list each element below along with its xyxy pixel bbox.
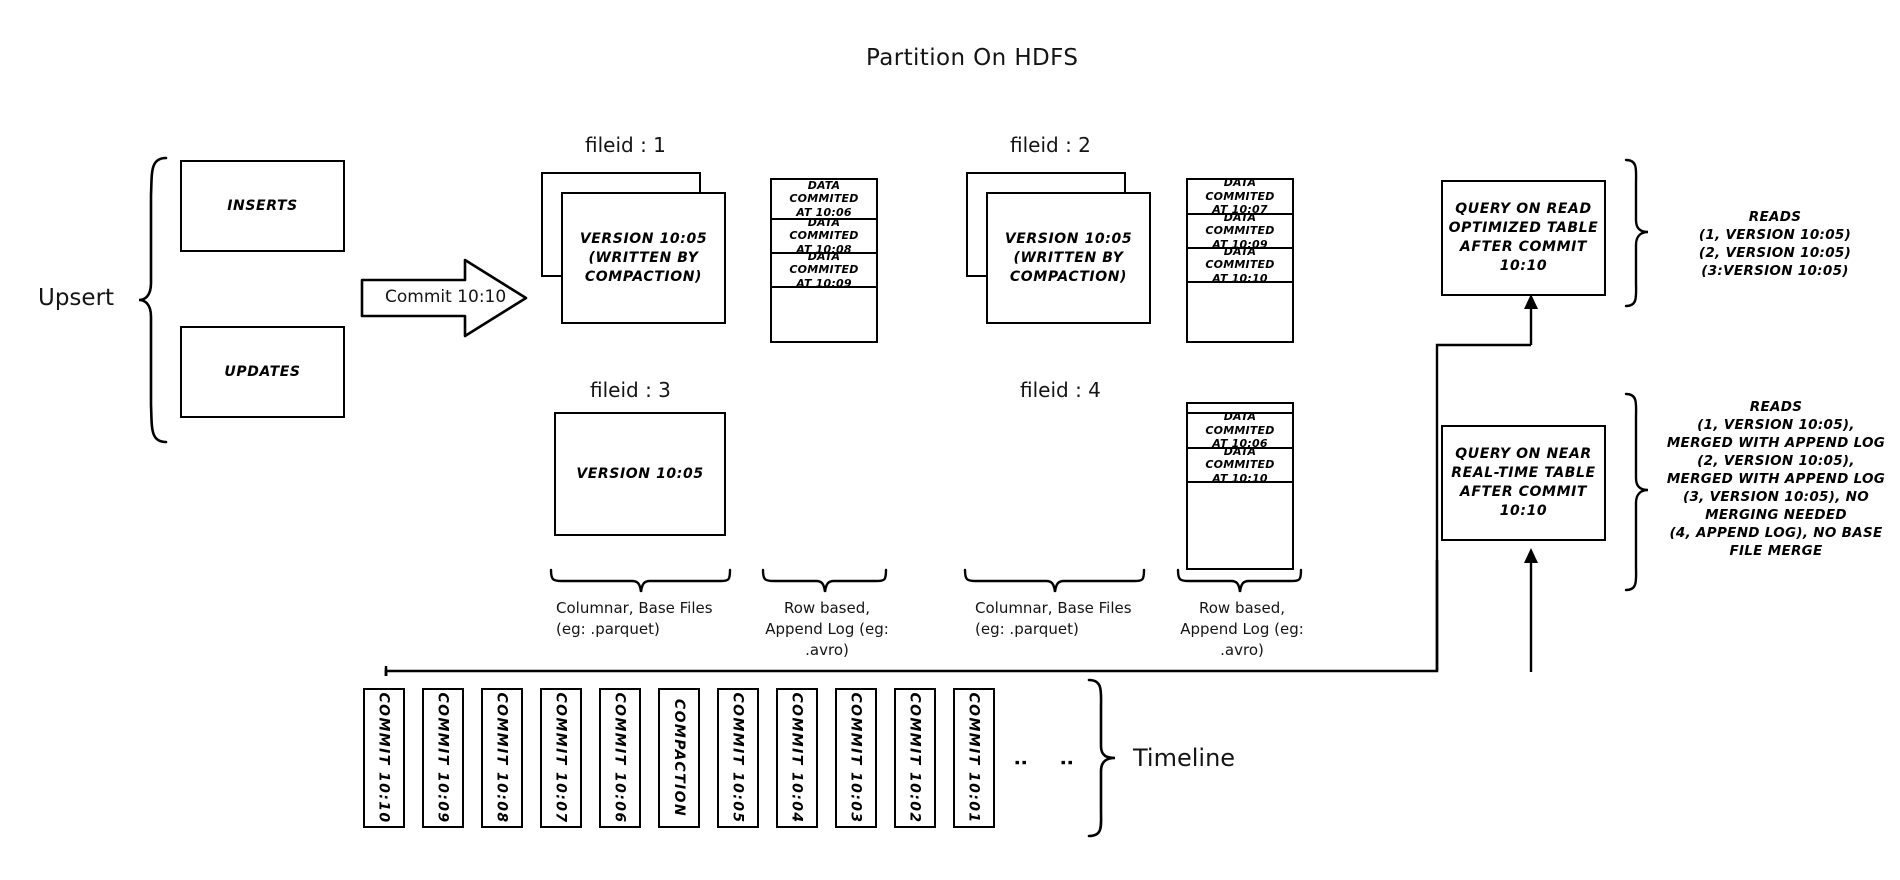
log-entry-empty	[1188, 404, 1292, 414]
timeline-item-commit-1004[interactable]: COMMIT 10:04	[776, 688, 818, 828]
base-files-caption-right: Columnar, Base Files (eg: .parquet)	[975, 598, 1165, 640]
timeline-item-commit-1008[interactable]: COMMIT 10:08	[481, 688, 523, 828]
fileid-1-append-log[interactable]: DATA COMMITED AT 10:06 DATA COMMITED AT …	[770, 178, 878, 343]
base-files-caption-left: Columnar, Base Files (eg: .parquet)	[556, 598, 746, 640]
timeline-item-label: COMMIT 10:02	[907, 692, 924, 824]
timeline-item-label: COMMIT 10:07	[553, 692, 570, 824]
timeline-item-commit-1003[interactable]: COMMIT 10:03	[835, 688, 877, 828]
fileid-3-base-text: VERSION 10:05	[576, 465, 704, 482]
log-entry: DATA COMMITED AT 10:09	[789, 249, 859, 290]
timeline-item-commit-1001[interactable]: COMMIT 10:01	[953, 688, 995, 828]
base-files-brace-icon-left	[549, 568, 732, 593]
page-title: Partition On HDFS	[866, 45, 1079, 71]
fileid-2-label: fileid : 2	[1010, 133, 1091, 157]
timeline-item-label: COMMIT 10:09	[435, 692, 452, 824]
updates-box[interactable]: UPDATES	[180, 326, 345, 418]
upsert-label: Upsert	[38, 285, 115, 311]
fileid-2-base-text: VERSION 10:05 (WRITTEN BY COMPACTION)	[1004, 230, 1133, 285]
log-entry: DATA COMMITED AT 10:10	[1205, 244, 1275, 285]
timeline-ellipsis-2: :	[1056, 758, 1079, 768]
timeline-item-label: COMMIT 10:06	[612, 692, 629, 824]
caption-text: Columnar, Base Files (eg: .parquet)	[975, 599, 1132, 638]
inserts-label: INSERTS	[227, 197, 298, 214]
fileid-4-label: fileid : 4	[1020, 378, 1101, 402]
reads-near-realtime-text: READS (1, VERSION 10:05), MERGED WITH AP…	[1666, 399, 1886, 559]
fileid-3-base-file[interactable]: VERSION 10:05	[554, 412, 726, 536]
query-near-realtime-box[interactable]: QUERY ON NEAR REAL-TIME TABLE AFTER COMM…	[1441, 425, 1606, 541]
updates-label: UPDATES	[224, 363, 301, 380]
log-entry: DATA COMMITED AT 10:08	[789, 215, 859, 256]
reads-brace-icon-top	[1624, 158, 1649, 308]
timeline-ellipsis-1: :	[1010, 758, 1033, 768]
timeline-item-label: COMMIT 10:08	[494, 692, 511, 824]
fileid-4-append-log[interactable]: DATA COMMITED AT 10:06 DATA COMMITED AT …	[1186, 402, 1294, 570]
fileid-1-base-file-front[interactable]: VERSION 10:05 (WRITTEN BY COMPACTION)	[561, 192, 726, 324]
timeline-item-commit-1006[interactable]: COMMIT 10:06	[599, 688, 641, 828]
timeline-item-commit-1010[interactable]: COMMIT 10:10	[363, 688, 405, 828]
inserts-box[interactable]: INSERTS	[180, 160, 345, 252]
log-entry: DATA COMMITED AT 10:09	[1205, 210, 1275, 251]
commit-arrow[interactable]	[360, 258, 530, 338]
timeline-label: Timeline	[1133, 744, 1236, 772]
query-read-optimized-box[interactable]: QUERY ON READ OPTIMIZED TABLE AFTER COMM…	[1441, 180, 1606, 296]
query-near-realtime-text: QUERY ON NEAR REAL-TIME TABLE AFTER COMM…	[1451, 446, 1596, 519]
timeline-item-commit-1007[interactable]: COMMIT 10:07	[540, 688, 582, 828]
fileid-2-append-log[interactable]: DATA COMMITED AT 10:07 DATA COMMITED AT …	[1186, 176, 1294, 343]
commit-arrow-label: Commit 10:10	[385, 287, 507, 307]
query-read-optimized-text: QUERY ON READ OPTIMIZED TABLE AFTER COMM…	[1448, 201, 1599, 274]
append-log-brace-icon-right	[1176, 568, 1303, 593]
fileid-1-label: fileid : 1	[585, 133, 666, 157]
caption-text: Row based, Append Log (eg: .avro)	[1180, 599, 1304, 659]
timeline-item-label: COMMIT 10:03	[848, 692, 865, 824]
reads-read-optimized-text: READS (1, VERSION 10:05) (2, VERSION 10:…	[1698, 209, 1852, 279]
timeline-item-label: COMMIT 10:10	[376, 692, 393, 824]
caption-text: Row based, Append Log (eg: .avro)	[765, 599, 889, 659]
log-entry: DATA COMMITED AT 10:07	[1205, 176, 1275, 217]
timeline-item-label: COMMIT 10:05	[730, 692, 747, 824]
base-files-brace-icon-right	[963, 568, 1146, 593]
timeline-item-commit-1009[interactable]: COMMIT 10:09	[422, 688, 464, 828]
fileid-1-base-text: VERSION 10:05 (WRITTEN BY COMPACTION)	[579, 230, 708, 285]
timeline-brace-icon	[1087, 678, 1116, 838]
fileid-3-label: fileid : 3	[590, 378, 671, 402]
append-log-caption-left: Row based, Append Log (eg: .avro)	[757, 598, 897, 661]
log-entry: DATA COMMITED AT 10:06	[1205, 410, 1275, 451]
timeline-item-commit-1005[interactable]: COMMIT 10:05	[717, 688, 759, 828]
caption-text: Columnar, Base Files (eg: .parquet)	[556, 599, 713, 638]
fileid-2-base-file-front[interactable]: VERSION 10:05 (WRITTEN BY COMPACTION)	[986, 192, 1151, 324]
timeline-item-label: COMPACTION	[671, 698, 688, 818]
timeline-item-label: COMMIT 10:01	[966, 692, 983, 824]
log-entry: DATA COMMITED AT 10:06	[789, 178, 859, 219]
log-entry: DATA COMMITED AT 10:10	[1205, 444, 1275, 485]
reads-brace-icon-bottom	[1624, 392, 1649, 592]
timeline-item-commit-1002[interactable]: COMMIT 10:02	[894, 688, 936, 828]
append-log-brace-icon-left	[761, 568, 888, 593]
timeline-item-compaction[interactable]: COMPACTION	[658, 688, 700, 828]
timeline-item-label: COMMIT 10:04	[789, 692, 806, 824]
append-log-caption-right: Row based, Append Log (eg: .avro)	[1172, 598, 1312, 661]
upsert-brace-icon	[138, 156, 168, 444]
